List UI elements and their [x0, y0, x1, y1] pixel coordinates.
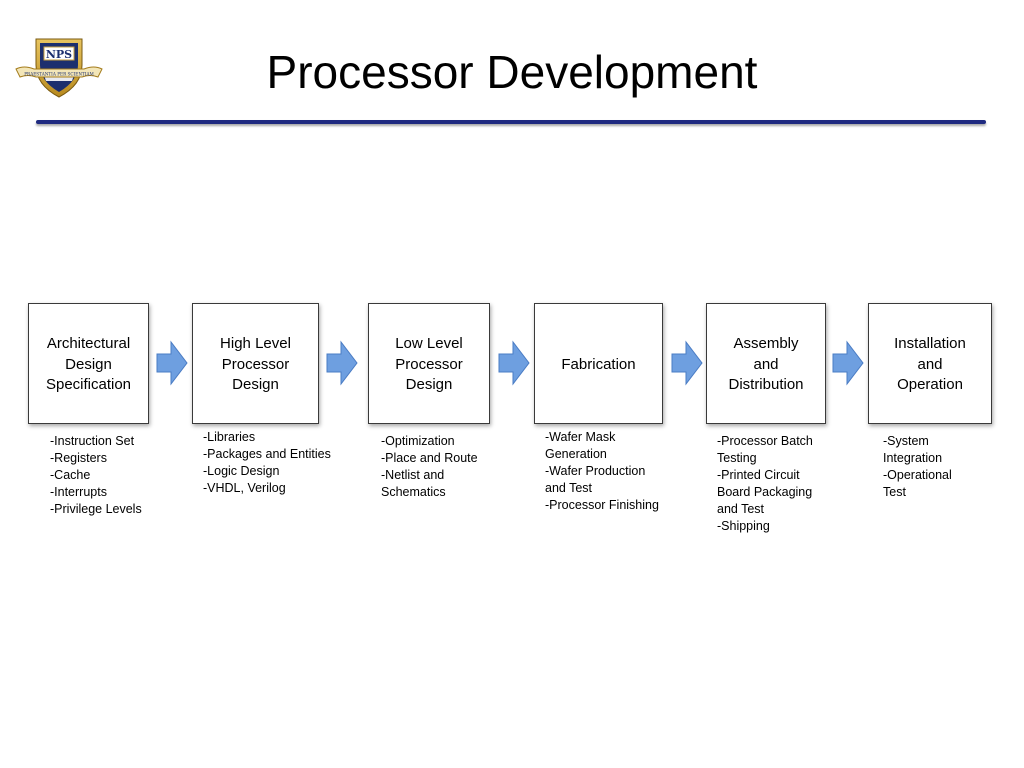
step-architectural-design: Architectural Design Specification: [28, 303, 149, 424]
step-details-low-level: -Optimization -Place and Route -Netlist …: [381, 434, 478, 499]
step-high-level-design: High Level Processor Design: [192, 303, 319, 424]
step-fabrication: Fabrication: [534, 303, 663, 424]
logo-text: NPS: [46, 48, 72, 61]
nps-logo: NPS PRAESTANTIA PER SCIENTIAM: [15, 38, 103, 98]
logo-motto: PRAESTANTIA PER SCIENTIAM: [24, 72, 94, 77]
step-details-assembly: -Processor Batch Testing -Printed Circui…: [717, 434, 813, 533]
step-low-level-design: Low Level Processor Design: [368, 303, 490, 424]
step-title: Assembly and Distribution: [728, 335, 804, 393]
arrow-right-icon: [671, 340, 703, 386]
step-details-installation: -System Integration -Operational Test: [883, 434, 952, 499]
title-divider: [36, 120, 986, 124]
step-installation-operation: Installation and Operation: [868, 303, 992, 424]
step-title: Low Level Processor Design: [395, 335, 463, 393]
step-title: Fabrication: [561, 356, 636, 373]
arrow-right-icon: [156, 340, 188, 386]
slide-title: Processor Development: [266, 46, 758, 98]
step-details-architectural: -Instruction Set -Registers -Cache -Inte…: [50, 434, 142, 516]
step-details-high-level: -Libraries -Packages and Entities -Logic…: [203, 430, 331, 495]
arrow-right-icon: [832, 340, 864, 386]
arrow-right-icon: [498, 340, 530, 386]
step-assembly-distribution: Assembly and Distribution: [706, 303, 826, 424]
arrow-right-icon: [326, 340, 358, 386]
step-details-fabrication: -Wafer Mask Generation -Wafer Production…: [545, 430, 659, 512]
step-title: High Level Processor Design: [220, 335, 291, 393]
step-title: Installation and Operation: [894, 335, 966, 393]
step-title: Architectural Design Specification: [45, 335, 132, 393]
